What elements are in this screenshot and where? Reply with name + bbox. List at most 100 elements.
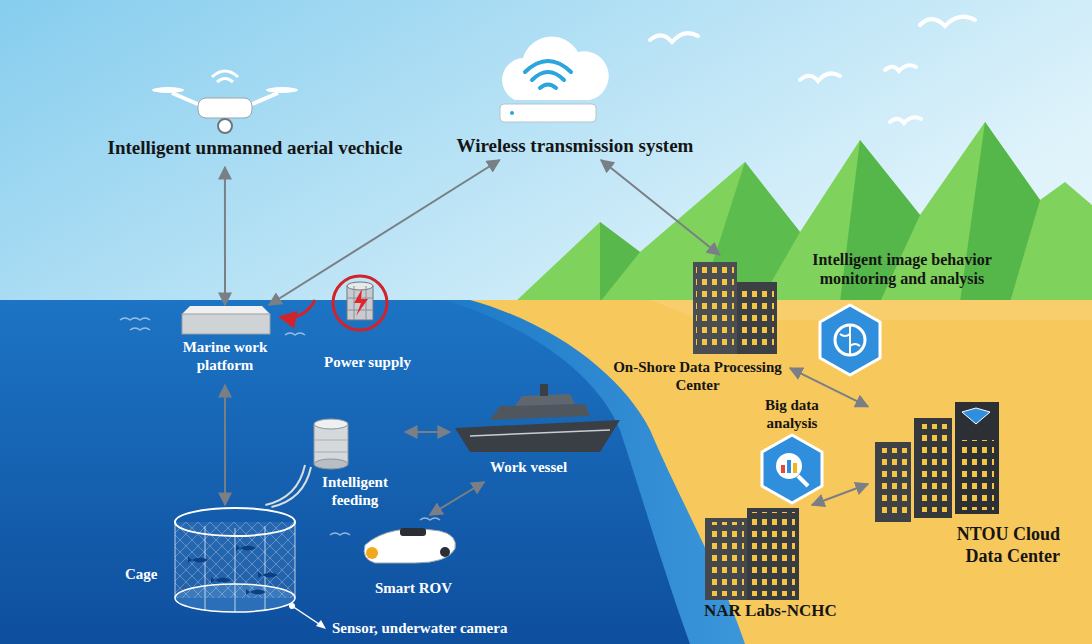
big-data-hexagon xyxy=(762,435,822,503)
server-towers xyxy=(875,402,999,522)
image-analysis-node: Intelligent image behavior monitoring an… xyxy=(782,250,1022,380)
cloud-router-icon-part xyxy=(500,104,596,122)
cage-icon-part-part xyxy=(211,577,231,583)
sensor-leader-part xyxy=(292,606,322,626)
platform-node: Marine work platform xyxy=(170,305,280,385)
node-label: Intelligent feeding xyxy=(305,473,405,509)
big-data-hexagon-part xyxy=(798,476,808,486)
server-towers-part xyxy=(962,408,990,424)
waves-part xyxy=(285,333,305,335)
platform-icon-part xyxy=(182,314,270,334)
cage-icon-part xyxy=(175,508,295,536)
server-towers-part xyxy=(960,440,994,510)
power-node: Power supply xyxy=(315,275,420,375)
nar-building-part xyxy=(747,508,799,600)
rov-icon-part xyxy=(364,529,455,563)
server-towers-part xyxy=(879,448,907,518)
power-supply-icon-part xyxy=(347,286,373,320)
connector xyxy=(269,160,500,305)
drone-icon-part xyxy=(266,87,298,93)
drone-icon xyxy=(152,71,298,133)
cloud-router-icon-part xyxy=(510,111,514,115)
connector-part xyxy=(430,482,484,515)
waves-part xyxy=(420,518,440,520)
big-data-hexagon-part xyxy=(787,460,791,473)
cage-icon-part-part xyxy=(188,557,208,563)
waves-part xyxy=(130,328,150,330)
server-towers-part xyxy=(875,442,911,522)
node-label: Work vessel xyxy=(490,458,610,476)
sensor-leader-part xyxy=(316,620,326,629)
ship-icon-part xyxy=(455,420,620,452)
connector-part xyxy=(271,467,311,507)
feeder-icon-part xyxy=(314,419,348,429)
sensor-leader-part xyxy=(289,603,295,609)
feeder-icon xyxy=(314,419,348,469)
connector xyxy=(280,300,315,318)
connector xyxy=(812,484,868,505)
cloud-center-node: NTOU Cloud Data Center xyxy=(868,398,1060,570)
node-label: Intelligent unmanned aerial vechicle xyxy=(100,137,410,160)
node-label: NTOU Cloud Data Center xyxy=(946,524,1060,567)
nar-building xyxy=(705,508,799,600)
free-label: Sensor, underwater camera xyxy=(332,619,507,637)
connector-part xyxy=(405,431,450,433)
onshore-building xyxy=(693,262,777,354)
birds-part xyxy=(890,117,921,123)
rov-icon-part xyxy=(440,547,450,557)
onshore-node: On-Shore Data Processing Center xyxy=(605,255,790,400)
birds xyxy=(650,17,975,123)
cloud-router-icon xyxy=(500,37,609,122)
cage-node: Cage xyxy=(125,505,305,617)
cage-icon-part-part xyxy=(236,545,256,551)
birds-part xyxy=(800,73,840,81)
drone-icon-part xyxy=(172,93,200,105)
node-label: Smart ROV xyxy=(375,579,465,597)
server-towers-part xyxy=(914,418,952,518)
connector xyxy=(224,167,225,305)
connector-part xyxy=(812,484,868,505)
rov-icon-part xyxy=(400,528,426,536)
image-analysis-hexagon-part xyxy=(840,326,860,354)
onshore-building-part xyxy=(696,266,734,350)
drone-icon-part xyxy=(198,98,252,118)
power-supply-icon-part xyxy=(347,286,373,320)
sensor-leader xyxy=(289,603,326,629)
connector-part xyxy=(265,465,305,505)
cage-icon-part xyxy=(188,545,278,595)
power-supply-icon-part xyxy=(347,282,373,290)
server-towers-part xyxy=(918,424,948,512)
image-analysis-hexagon-part xyxy=(820,305,880,375)
connector-part xyxy=(280,300,315,318)
drone-icon-part xyxy=(152,87,184,93)
connector-part xyxy=(224,167,226,305)
drone-icon-part xyxy=(250,93,278,105)
connector xyxy=(225,385,226,505)
feeder-icon-part xyxy=(314,424,348,464)
connector xyxy=(405,432,450,433)
onshore-building-part xyxy=(737,282,777,354)
node-label: NAR Labs-NCHC xyxy=(704,601,860,621)
waves-part xyxy=(120,318,150,320)
drone-icon-part xyxy=(218,119,232,133)
onshore-building-part xyxy=(740,286,774,350)
node-label: On-Shore Data Processing Center xyxy=(605,358,790,394)
nar-building-part xyxy=(708,522,744,596)
feeder-icon-part xyxy=(314,440,348,452)
connector xyxy=(601,160,720,255)
background-part xyxy=(0,300,1092,644)
bigdata-node: Big data analysis xyxy=(748,396,836,504)
wireless-node: Wireless transmission system xyxy=(445,35,705,160)
cloud-router-icon-part xyxy=(525,61,571,88)
image-analysis-hexagon xyxy=(820,305,880,375)
birds-part xyxy=(885,65,916,71)
nar-node: NAR Labs-NCHC xyxy=(700,505,860,625)
ship-icon-part xyxy=(490,404,590,420)
cage-icon xyxy=(175,508,295,612)
